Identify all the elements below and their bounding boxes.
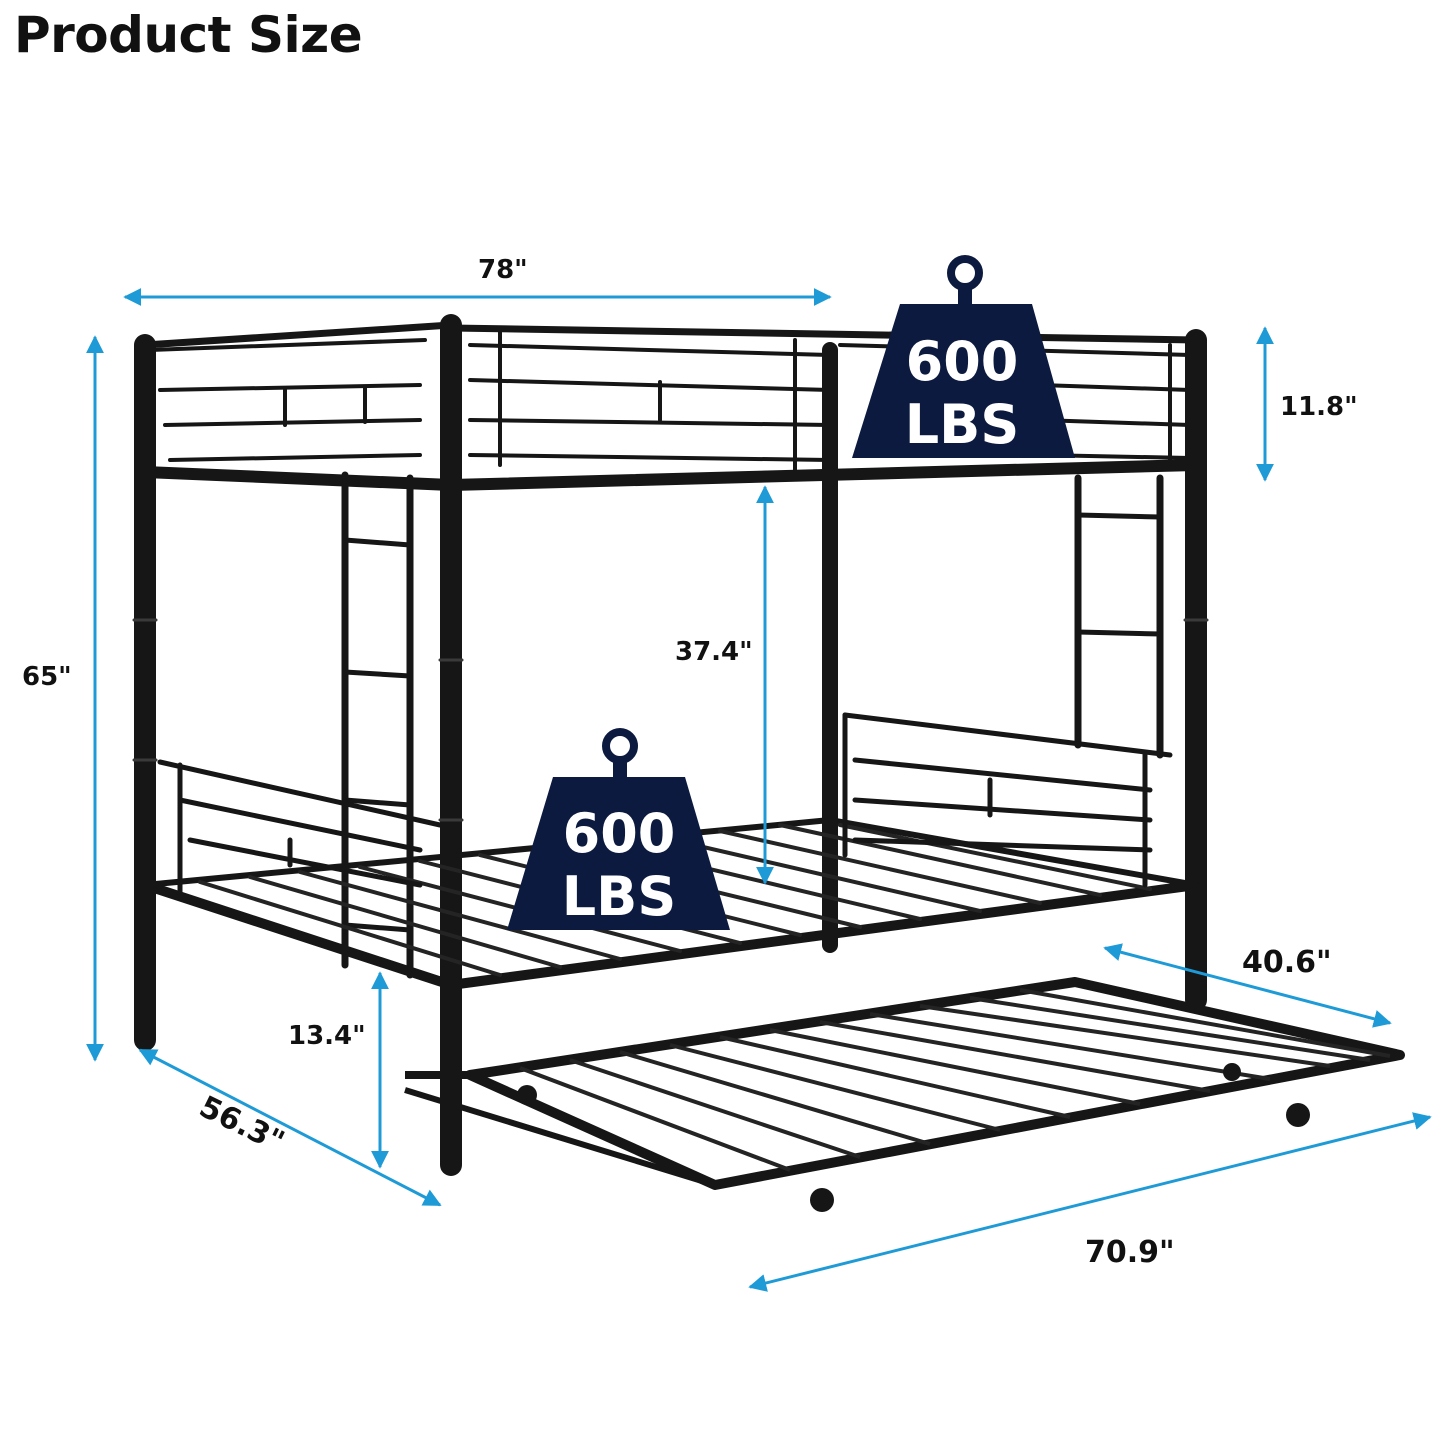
weight-top-unit: LBS [905, 393, 1019, 456]
label-trundle-width: 40.6" [1242, 945, 1332, 980]
trundle [404, 977, 1405, 1212]
right-ladder [1074, 474, 1164, 759]
weight-badge-top: 600 LBS [852, 255, 1075, 458]
dimension-line-depth [138, 1048, 442, 1207]
dimension-lines [86, 288, 1432, 1292]
bottom-bunk-frame [140, 817, 1201, 990]
weight-top-value: 600 [906, 330, 1019, 393]
top-guardrails [141, 321, 1200, 472]
label-width-top: 78" [478, 255, 528, 285]
dimension-line-trundle-width [1103, 943, 1392, 1028]
label-bottom-clearance: 13.4" [288, 1021, 366, 1051]
weight-bottom-value: 600 [563, 802, 676, 865]
bed-frame [132, 314, 1209, 1176]
label-trundle-length: 70.9" [1085, 1235, 1175, 1270]
label-total-height: 65" [22, 662, 72, 692]
weight-badge-bottom: 600 LBS [507, 728, 730, 930]
bottom-guardrails [157, 712, 1173, 898]
top-bunk-frame [139, 459, 1202, 491]
weight-bottom-unit: LBS [562, 865, 676, 928]
label-depth: 56.3" [194, 1089, 290, 1160]
label-between-bunks: 37.4" [675, 637, 753, 667]
page-title: Product Size [14, 6, 363, 64]
dimension-line-trundle-length [748, 1112, 1432, 1292]
label-guardrail-height: 11.8" [1280, 392, 1358, 422]
